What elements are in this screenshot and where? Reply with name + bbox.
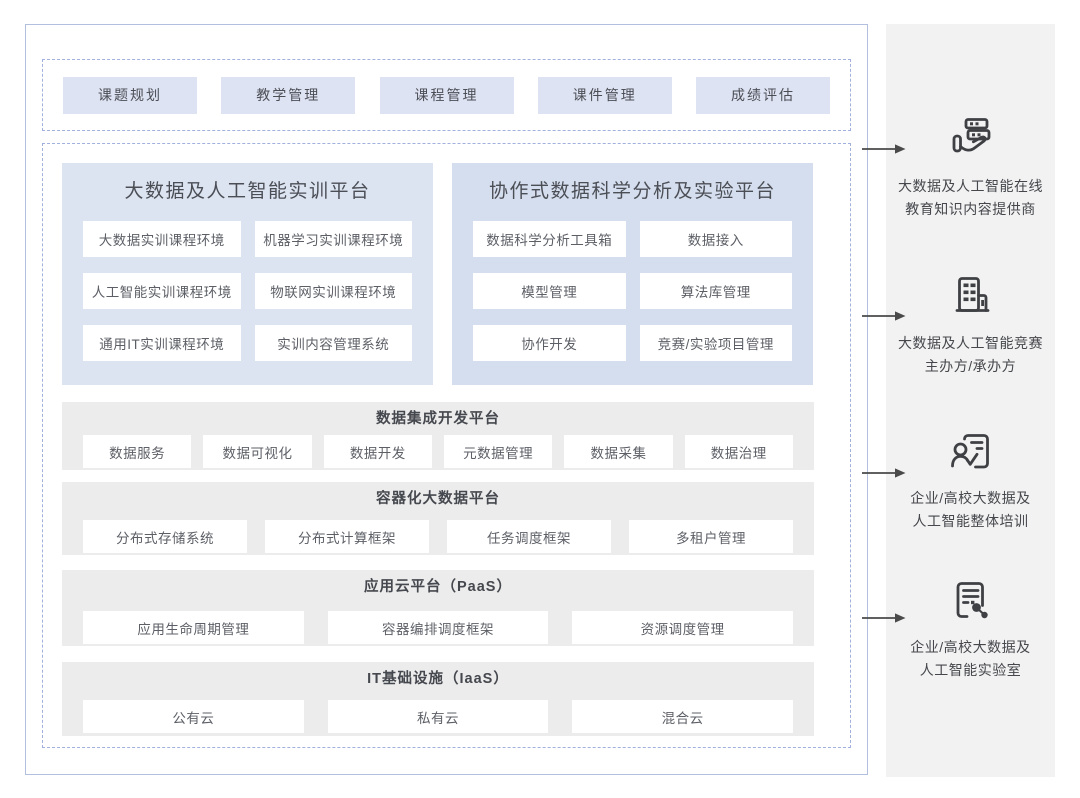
layer-item: 分布式存储系统 — [83, 520, 247, 553]
layer-item: 多租户管理 — [629, 520, 793, 553]
platform-item: 协作开发 — [473, 325, 626, 361]
platform-item: 实训内容管理系统 — [254, 325, 412, 361]
layer-panel-title: 容器化大数据平台 — [376, 491, 500, 507]
platform-stack-group — [42, 143, 851, 748]
sidebar-label: 大数据及人工智能在线教育知识内容提供商 — [886, 175, 1055, 221]
sidebar-group: 企业/高校大数据及人工智能实验室 — [886, 576, 1055, 682]
layer-panel: IT基础设施（IaaS） 公有云私有云混合云 — [62, 662, 814, 736]
module-chip: 课件管理 — [537, 76, 672, 114]
arrow-right-icon — [862, 466, 906, 478]
document-nodes-icon — [886, 576, 1055, 624]
platform-panel-grid: 大数据实训课程环境机器学习实训课程环境人工智能实训课程环境物联网实训课程环境通用… — [62, 221, 433, 361]
platform-item: 通用IT实训课程环境 — [83, 325, 241, 361]
platform-panel: 大数据及人工智能实训平台大数据实训课程环境机器学习实训课程环境人工智能实训课程环… — [62, 163, 433, 385]
person-document-check-icon — [886, 427, 1055, 475]
layer-panel-row: 公有云私有云混合云 — [83, 700, 794, 733]
layer-panel-title: IT基础设施（IaaS） — [367, 671, 509, 687]
sidebar-label-line: 主办方/承办方 — [924, 358, 1017, 374]
layer-item: 应用生命周期管理 — [83, 611, 304, 644]
layer-item: 资源调度管理 — [572, 611, 794, 644]
layer-item: 任务调度框架 — [447, 520, 611, 553]
platform-panel-grid: 数据科学分析工具箱数据接入模型管理算法库管理协作开发竞赛/实验项目管理 — [452, 221, 813, 361]
sidebar-label-line: 大数据及人工智能在线 — [898, 178, 1043, 194]
sidebar-label-line: 教育知识内容提供商 — [905, 201, 1036, 217]
module-chip: 成绩评估 — [696, 76, 830, 114]
layer-item: 数据开发 — [323, 435, 432, 468]
platform-item: 数据科学分析工具箱 — [473, 221, 626, 257]
platform-item: 物联网实训课程环境 — [254, 273, 412, 309]
layer-item: 混合云 — [572, 700, 794, 733]
layer-item: 数据治理 — [684, 435, 793, 468]
main-platform-box — [25, 24, 868, 775]
platform-panel-title: 大数据及人工智能实训平台 — [124, 181, 371, 202]
sidebar-label: 企业/高校大数据及人工智能整体培训 — [886, 487, 1055, 533]
layer-item: 容器编排调度框架 — [327, 611, 549, 644]
layer-item: 元数据管理 — [443, 435, 553, 468]
layer-item: 数据可视化 — [203, 435, 312, 468]
sidebar-group: 大数据及人工智能在线教育知识内容提供商 — [886, 115, 1055, 221]
sidebar-label: 企业/高校大数据及人工智能实验室 — [886, 636, 1055, 682]
module-chip: 教学管理 — [221, 76, 356, 114]
layer-item: 私有云 — [327, 700, 549, 733]
platform-panel-title: 协作式数据科学分析及实验平台 — [488, 181, 776, 202]
layer-panel-row: 数据服务数据可视化数据开发元数据管理数据采集数据治理 — [83, 435, 793, 468]
teaching-modules-group: 课题规划教学管理课程管理课件管理成绩评估 — [42, 59, 851, 131]
sidebar-label-line: 人工智能整体培训 — [912, 513, 1029, 529]
building-icon — [886, 272, 1055, 320]
layer-panel-row: 应用生命周期管理容器编排调度框架资源调度管理 — [83, 611, 794, 644]
arrow-right-icon — [862, 142, 906, 154]
hand-holding-servers-icon — [886, 115, 1055, 163]
sidebar-label-line: 人工智能实验室 — [919, 662, 1022, 678]
arrow-right-icon — [862, 611, 906, 623]
platform-item: 机器学习实训课程环境 — [254, 221, 412, 257]
layer-item: 数据服务 — [83, 435, 192, 468]
sidebar-label-line: 大数据及人工智能竞赛 — [898, 335, 1043, 351]
layer-panel-row: 分布式存储系统分布式计算框架任务调度框架多租户管理 — [83, 520, 793, 553]
platform-item: 数据接入 — [639, 221, 792, 257]
arrow-right-icon — [862, 309, 906, 321]
layer-item: 公有云 — [83, 700, 304, 733]
platform-item: 模型管理 — [473, 273, 626, 309]
sidebar-label-line: 企业/高校大数据及 — [910, 490, 1031, 506]
sidebar-group: 大数据及人工智能竞赛主办方/承办方 — [886, 272, 1055, 378]
sidebar-label-line: 企业/高校大数据及 — [910, 639, 1031, 655]
platform-item: 竞赛/实验项目管理 — [639, 325, 792, 361]
platform-item: 算法库管理 — [639, 273, 792, 309]
sidebar-label: 大数据及人工智能竞赛主办方/承办方 — [886, 332, 1055, 378]
module-chip: 课题规划 — [63, 76, 197, 114]
layer-item: 分布式计算框架 — [265, 520, 429, 553]
module-chip: 课程管理 — [379, 76, 514, 114]
layer-panel-title: 应用云平台（PaaS） — [364, 579, 512, 595]
sidebar-group: 企业/高校大数据及人工智能整体培训 — [886, 427, 1055, 533]
audience-sidebar: 大数据及人工智能在线教育知识内容提供商大数据及人工智能竞赛主办方/承办方企业/高… — [886, 24, 1055, 777]
platform-panel: 协作式数据科学分析及实验平台数据科学分析工具箱数据接入模型管理算法库管理协作开发… — [452, 163, 813, 385]
layer-panel: 应用云平台（PaaS） 应用生命周期管理容器编排调度框架资源调度管理 — [62, 570, 814, 646]
layer-panel: 数据集成开发平台数据服务数据可视化数据开发元数据管理数据采集数据治理 — [62, 402, 814, 470]
platform-item: 人工智能实训课程环境 — [83, 273, 241, 309]
layer-panel: 容器化大数据平台分布式存储系统分布式计算框架任务调度框架多租户管理 — [62, 482, 814, 555]
layer-panel-title: 数据集成开发平台 — [376, 411, 500, 427]
layer-item: 数据采集 — [564, 435, 673, 468]
platform-item: 大数据实训课程环境 — [83, 221, 241, 257]
